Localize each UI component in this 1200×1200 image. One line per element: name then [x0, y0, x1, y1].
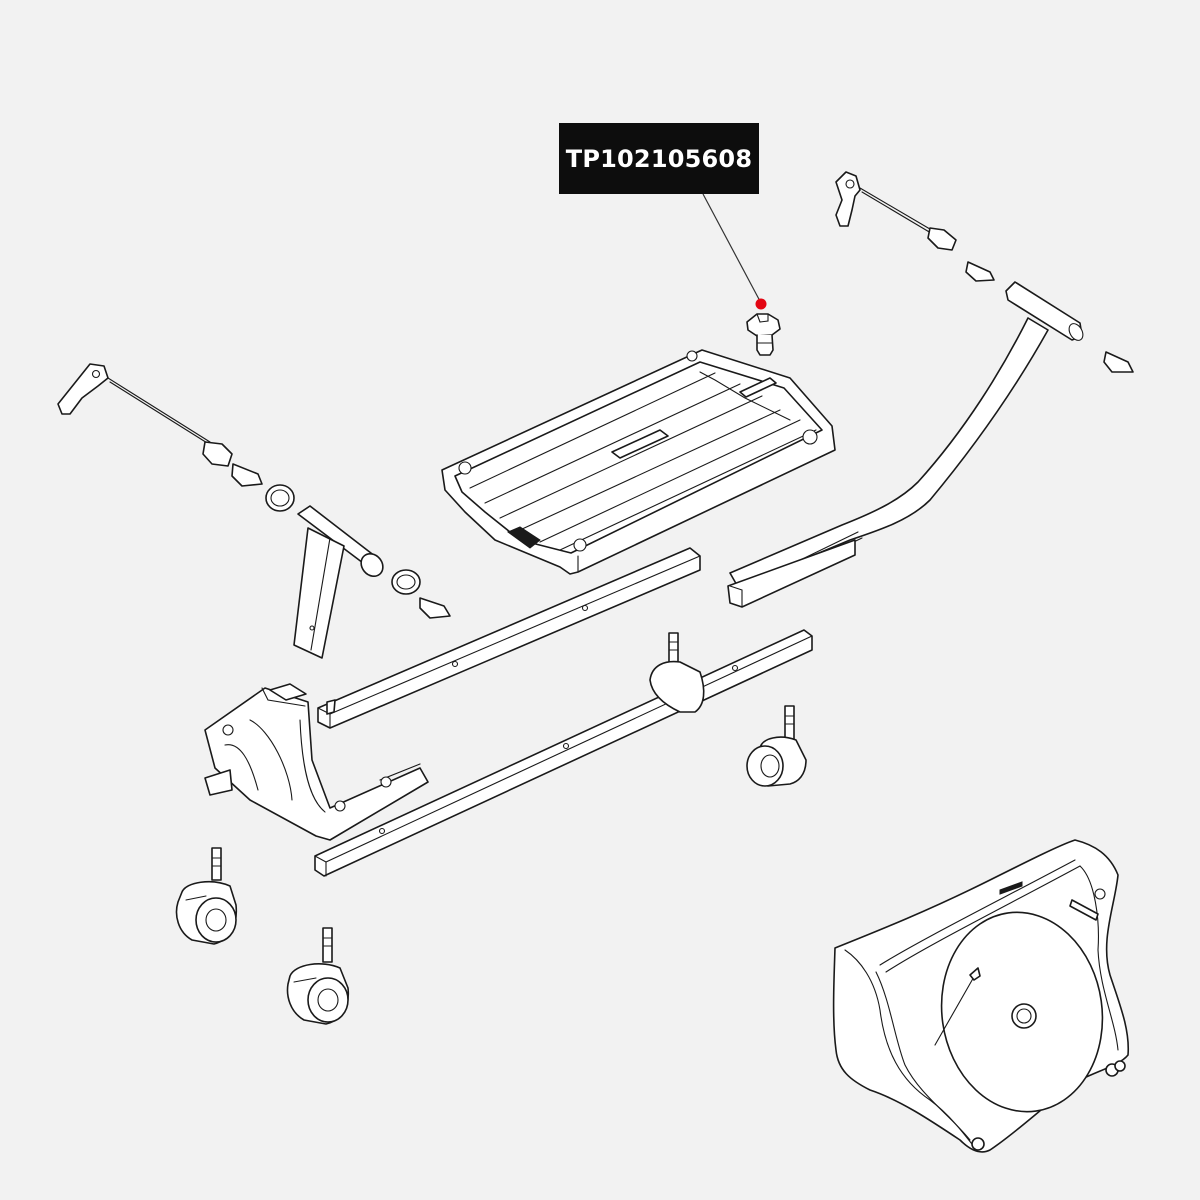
- callout-leader-line: [702, 193, 762, 304]
- caster-wheels[interactable]: [175, 632, 807, 1025]
- tray-plate[interactable]: [441, 349, 836, 575]
- part-callout[interactable]: TP102105608: [559, 123, 767, 310]
- highlighted-knob[interactable]: [746, 313, 781, 356]
- caster-wheel-front-left: [175, 847, 238, 945]
- caster-wheel-rear: [649, 632, 705, 713]
- bike-travel-case[interactable]: [832, 839, 1130, 1153]
- t-bar-arm[interactable]: [727, 281, 1086, 608]
- callout-part-number: TP102105608: [566, 145, 752, 173]
- highlight-dot: [755, 298, 767, 310]
- fork-mount-block[interactable]: [204, 683, 429, 841]
- left-quick-release-skewer[interactable]: [57, 363, 295, 512]
- callout-box: [559, 123, 759, 194]
- caster-wheel-front: [286, 927, 350, 1025]
- fork-mount-post[interactable]: [293, 505, 451, 659]
- caster-wheel-right: [746, 705, 807, 787]
- right-quick-release-skewer[interactable]: [835, 171, 1134, 373]
